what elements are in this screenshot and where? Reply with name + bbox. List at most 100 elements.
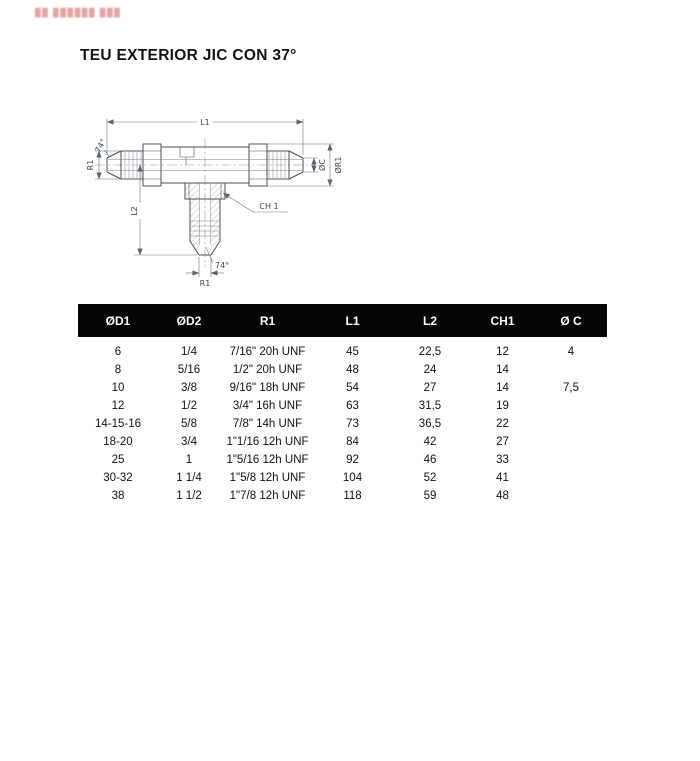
table-row: 8 5/16 1/2" 20h UNF 48 24 14 (78, 361, 607, 379)
column-header: L1 (315, 304, 390, 337)
table-cell: 84 (346, 436, 359, 448)
table-cell: 45 (346, 346, 359, 358)
table-cell (535, 397, 607, 415)
dimension-dia-c: ØC (303, 157, 327, 173)
table-cell: 25 (111, 454, 125, 466)
column-header: R1 (220, 304, 315, 337)
annotation-angle-bottom: 74° (205, 246, 229, 270)
table-cell: 54 (346, 382, 359, 394)
table-cell: 7,5 (563, 382, 579, 394)
table-cell: 24 (423, 364, 437, 376)
table-cell: 1/2" 20h UNF (232, 364, 303, 376)
column-header: CH1 (470, 304, 535, 337)
table-cell: 104 (342, 472, 363, 484)
label-l1: L1 (200, 118, 210, 127)
table-row: 18-20 3/4 1"1/16 12h UNF 84 42 27 (78, 433, 607, 451)
table-cell: 30-32 (103, 472, 133, 484)
fitting-drawing-svg: L1 L2 R1 74° (86, 118, 343, 288)
label-ch1: CH 1 (259, 202, 278, 211)
dimension-l2: L2 (130, 164, 197, 256)
table-cell: 14-15-16 (94, 418, 142, 430)
table-row: 12 1/2 3/4" 16h UNF 63 31,5 19 (78, 397, 607, 415)
table-cell: 1 1/4 (176, 472, 202, 484)
technical-drawing: L1 L2 R1 74° (0, 95, 700, 310)
table-cell: 48 (346, 364, 359, 376)
column-header: L2 (390, 304, 470, 337)
table-cell: 9/16" 18h UNF (229, 382, 306, 394)
column-header: ØD2 (158, 304, 220, 337)
table-cell: 63 (346, 400, 359, 412)
label-dia-c: ØC (317, 159, 327, 171)
table-cell: 41 (496, 472, 509, 484)
table-cell: 8 (114, 364, 122, 376)
table-cell: 3/8 (181, 382, 197, 394)
table-cell: 12 (496, 346, 509, 358)
table-cell: 118 (343, 490, 362, 502)
table-cell: 14 (496, 382, 509, 394)
logo-watermark: ██ ██████ ███ (35, 8, 122, 17)
table-cell: 27 (423, 382, 437, 394)
table-cell: 1/2 (181, 400, 197, 412)
table-cell: 6 (114, 346, 122, 358)
table-row: 38 1 1/2 1"7/8 12h UNF 118 59 48 (78, 487, 607, 505)
table-cell: 36,5 (418, 418, 442, 430)
label-angle-top: 74° (93, 137, 108, 154)
table-cell: 7/8" 14h UNF (232, 418, 303, 430)
table-cell: 22,5 (418, 346, 442, 358)
table-cell: 42 (423, 436, 437, 448)
table-cell (535, 451, 607, 469)
column-header: ØD1 (78, 304, 158, 337)
table-cell: 27 (496, 436, 509, 448)
table-cell: 12 (111, 400, 125, 412)
table-cell: 46 (423, 454, 437, 466)
table-cell: 3/4 (181, 436, 197, 448)
table-cell: 1"1/16 12h UNF (226, 436, 309, 448)
page-title: TEU EXTERIOR JIC CON 37° (80, 47, 297, 64)
label-angle-bottom: 74° (215, 261, 229, 270)
table-cell (535, 469, 607, 487)
table-cell: 1"7/8 12h UNF (229, 490, 306, 502)
column-header: Ø C (535, 304, 607, 337)
label-r1-bottom: R1 (200, 279, 211, 288)
table-cell: 48 (496, 490, 509, 502)
table-cell: 1 (185, 454, 193, 466)
table-cell: 1/4 (181, 346, 197, 358)
table-cell: 7/16" 20h UNF (229, 346, 306, 358)
label-r1-left: R1 (86, 160, 95, 171)
annotation-angle-top: 74° (93, 137, 111, 158)
table-cell: 14 (496, 364, 509, 376)
fitting-outline (106, 143, 304, 256)
table-cell: 1 1/2 (176, 490, 202, 502)
table-cell: 73 (346, 418, 359, 430)
table-cell: 10 (111, 382, 125, 394)
table-cell (535, 487, 607, 505)
table-cell: 18-20 (103, 436, 133, 448)
table-cell: 3/4" 16h UNF (232, 400, 303, 412)
label-l2: L2 (130, 206, 139, 216)
centerlines (95, 139, 315, 267)
table-cell: 38 (111, 490, 125, 502)
table-cell: 52 (423, 472, 437, 484)
table-cell: 5/16 (177, 364, 201, 376)
table-cell: 31,5 (418, 400, 442, 412)
table-cell: 19 (496, 400, 509, 412)
table-row: 30-32 1 1/4 1"5/8 12h UNF 104 52 41 (78, 469, 607, 487)
dimension-r1-bottom: R1 (186, 257, 224, 288)
table-cell: 59 (423, 490, 437, 502)
table-row: 10 3/8 9/16" 18h UNF 54 27 14 7,5 (78, 379, 607, 397)
annotation-ch1: CH 1 (222, 192, 288, 213)
table-cell: 4 (567, 346, 575, 358)
table-cell (535, 433, 607, 451)
table-row: 6 1/4 7/16" 20h UNF 45 22,5 12 4 (78, 337, 607, 361)
table-cell (535, 361, 607, 379)
table-cell: 1"5/8 12h UNF (229, 472, 306, 484)
dimension-dia-r1: ØR1 (267, 143, 343, 187)
table-cell (535, 415, 607, 433)
table-cell: 1"5/16 12h UNF (226, 454, 309, 466)
